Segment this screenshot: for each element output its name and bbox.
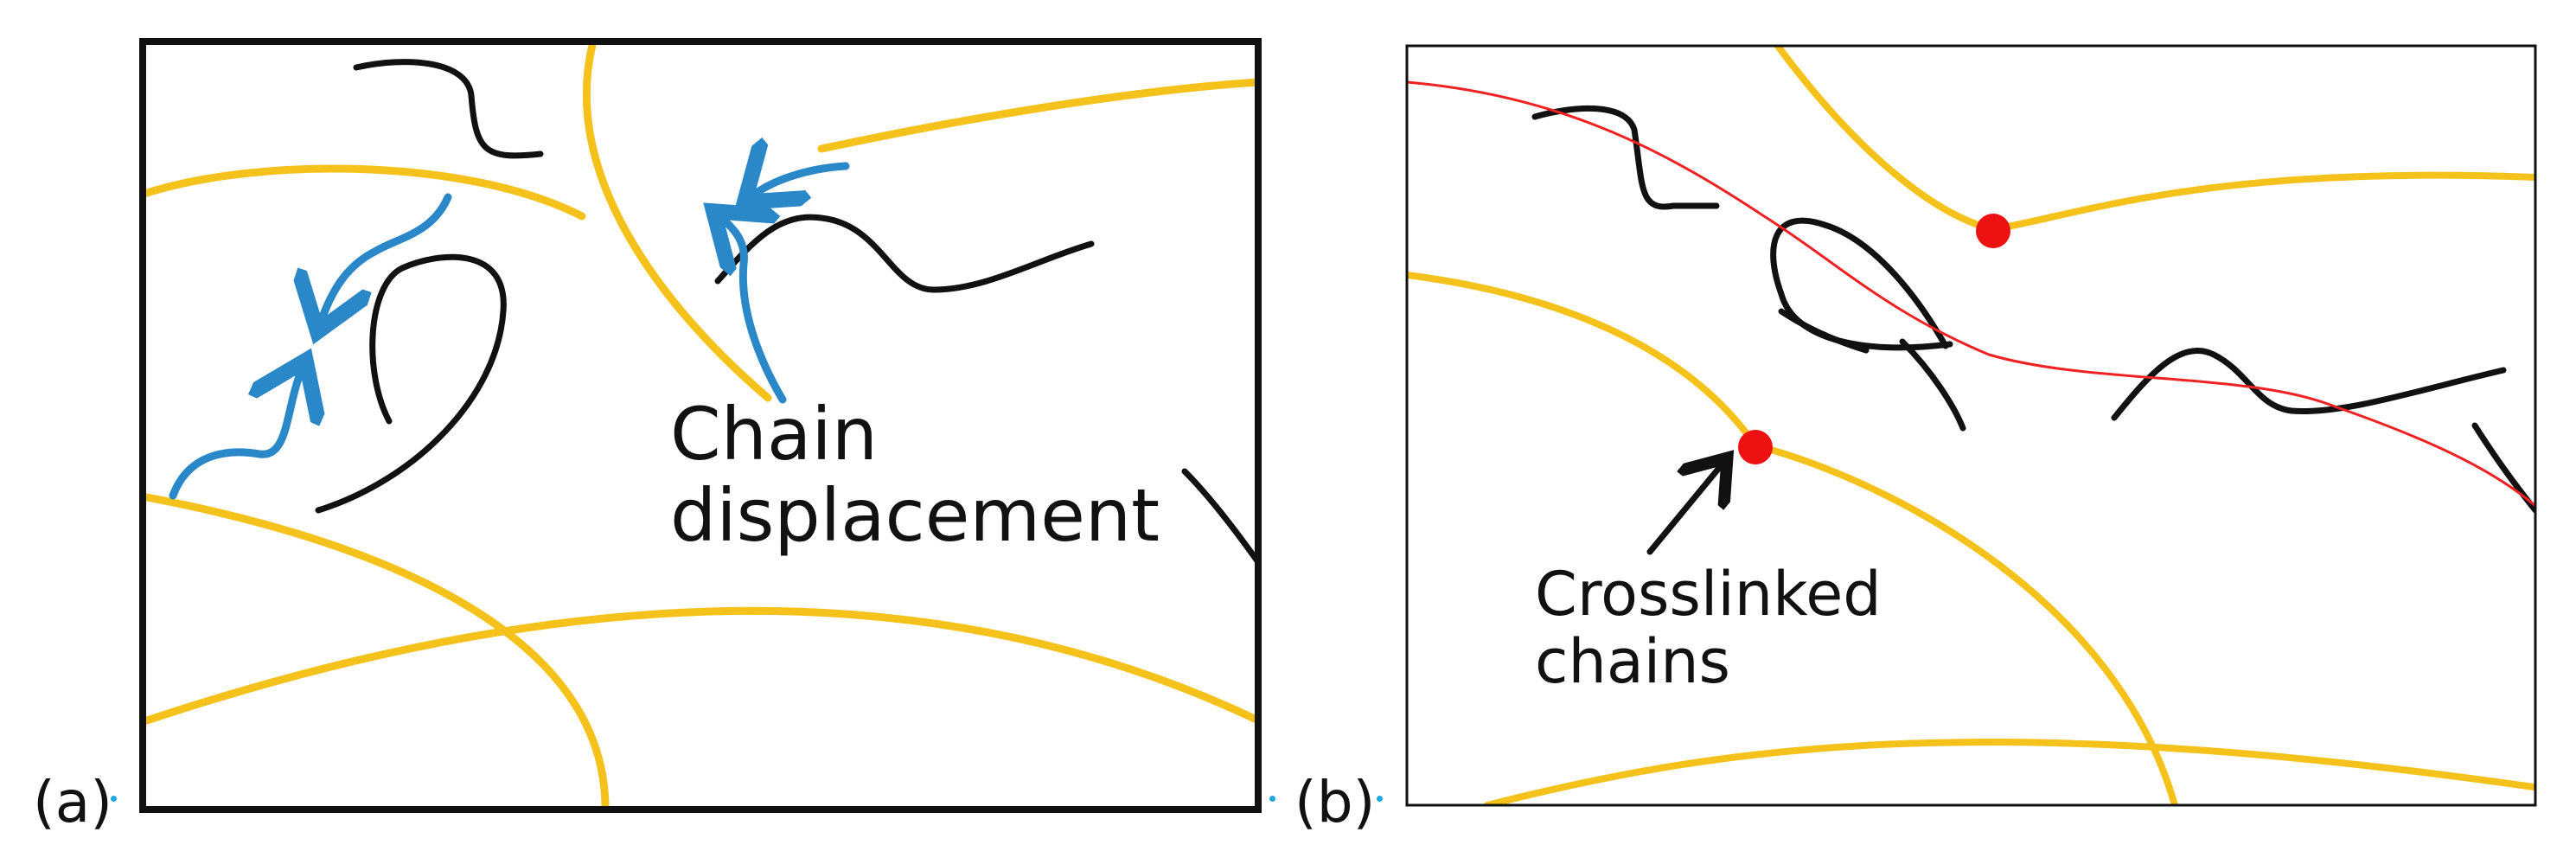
chain-displacement-annotation: Chain displacement [670, 394, 1160, 556]
yellow-chain-a4 [143, 493, 610, 810]
panel-a [139, 38, 1262, 813]
black-chain-a2 [315, 253, 507, 514]
panel-a-displacement-arrows [169, 166, 850, 500]
panel-b-network-chains [1407, 46, 2535, 805]
yellow-chain-b5 [1484, 739, 2535, 805]
panel-b-frame [1405, 44, 2537, 807]
panel-a-network-chains [143, 42, 1258, 810]
yellow-chain-b1 [1774, 46, 1997, 233]
black-chain-a3 [714, 214, 1095, 293]
yellow-chain-a2 [582, 42, 772, 402]
black-chain-b1 [1531, 105, 1720, 210]
panel-b-label-dot-right [1377, 796, 1383, 802]
panel-a-free-chains [315, 59, 1258, 566]
panel-b-free-chains [1531, 105, 2535, 514]
yellow-chain-b2 [1990, 171, 2535, 233]
blue-arrow-a4 [751, 166, 850, 197]
annotation-a-line-1: Chain [670, 392, 878, 477]
annotation-arrow-b [1646, 463, 1723, 555]
yellow-chain-a1 [143, 164, 586, 221]
annotation-a-line-2: displacement [670, 473, 1160, 559]
panel-a-label-dot [111, 796, 117, 802]
panel-b [1405, 44, 2537, 807]
panel-a-frame [139, 38, 1262, 813]
panel-b-label-dot-left [1269, 796, 1275, 802]
panel-b-content [1407, 46, 2535, 805]
yellow-chain-a3 [817, 78, 1258, 153]
panel-b-label: (b) [1294, 769, 1376, 835]
crosslink-point-2 [1738, 430, 1773, 464]
blue-arrow-a3 [719, 216, 787, 404]
crosslinked-chains-annotation: Crosslinked chains [1535, 560, 1882, 696]
blue-arrow-a1 [169, 368, 303, 500]
panel-a-content [143, 42, 1258, 810]
yellow-chain-b3 [1407, 272, 1759, 449]
panel-a-label: (a) [33, 769, 112, 835]
black-chain-b4 [2111, 347, 2507, 421]
crosslink-point-1 [1976, 214, 2010, 248]
red-path-line [1407, 80, 2535, 508]
yellow-chain-a5 [143, 606, 1258, 725]
annotation-b-line-1: Crosslinked [1535, 559, 1882, 630]
blue-arrow-a2 [320, 193, 452, 324]
black-chain-a1 [353, 59, 544, 159]
black-chain-b3 [1778, 308, 1966, 432]
annotation-b-line-2: chains [1535, 626, 1731, 698]
yellow-chain-b4 [1752, 442, 2178, 805]
black-chain-a4 [1181, 468, 1258, 566]
